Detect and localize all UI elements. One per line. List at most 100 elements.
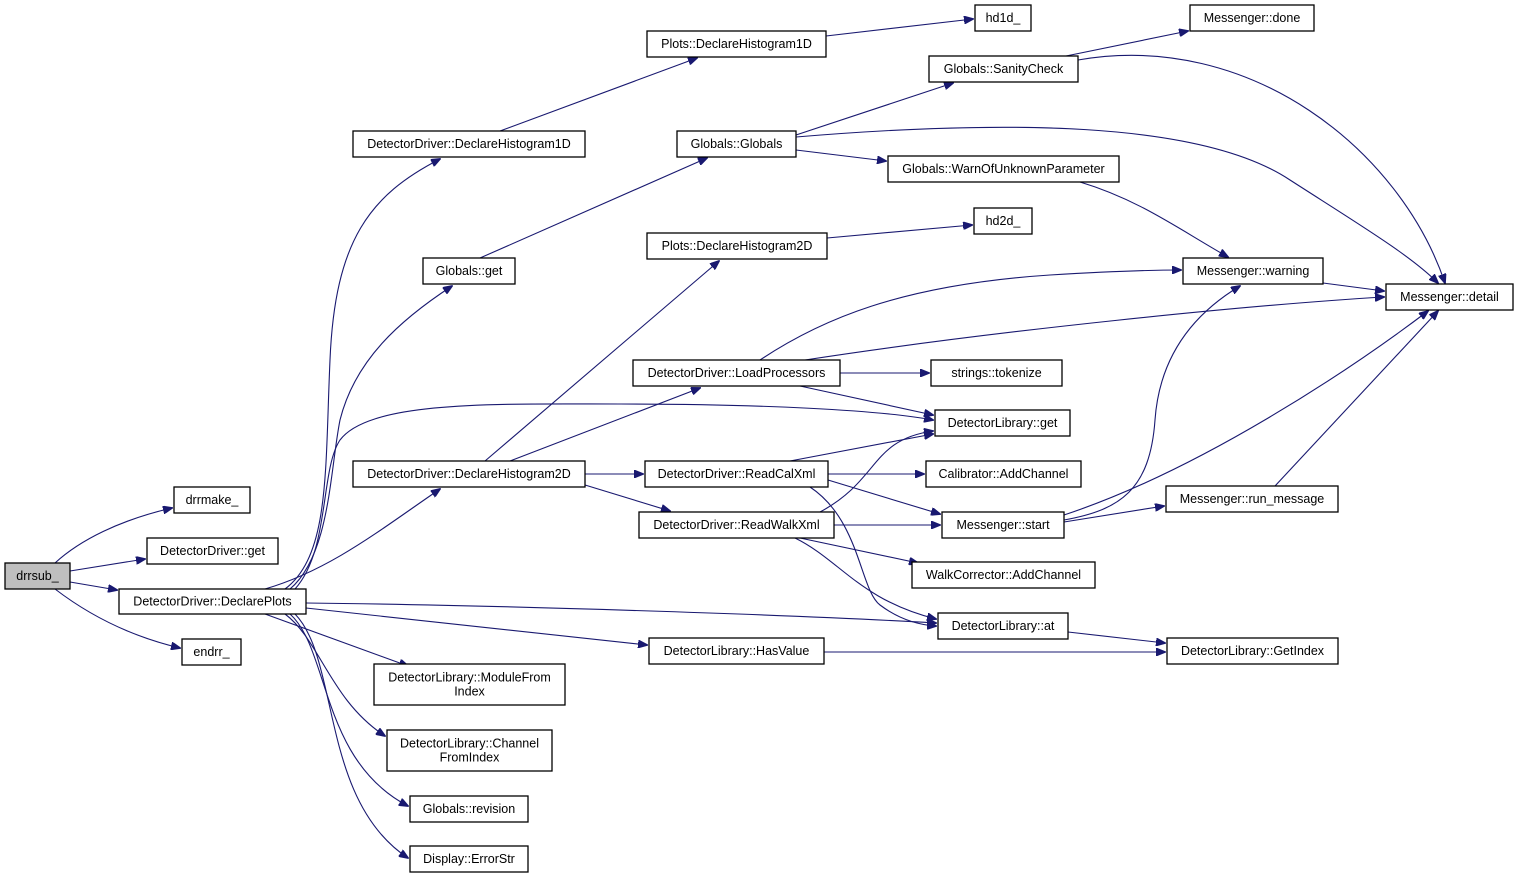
node-dl_get[interactable]: DetectorLibrary::get <box>934 409 1071 437</box>
node-box <box>4 562 71 590</box>
node-m_warning[interactable]: Messenger::warning <box>1182 257 1324 285</box>
edge-g_get-to-g_globals <box>479 158 707 259</box>
node-label: WalkCorrector::AddChannel <box>926 568 1081 582</box>
node-label: Messenger::warning <box>1197 264 1310 278</box>
node-label: drrsub_ <box>16 569 59 583</box>
node-label: DetectorLibrary::ModuleFrom <box>388 671 551 685</box>
node-cal_addchannel[interactable]: Calibrator::AddChannel <box>925 460 1082 488</box>
edge-dd_declareplots-to-g_revision <box>289 613 408 806</box>
node-box <box>928 55 1079 83</box>
node-box <box>1385 283 1514 311</box>
node-m_start[interactable]: Messenger::start <box>941 511 1065 539</box>
node-box <box>676 130 797 158</box>
edge-g_globals-to-g_warnunknown <box>795 149 886 161</box>
edge-g_sanitycheck-to-m_detail <box>1077 54 1445 283</box>
node-label: Display::ErrorStr <box>423 852 515 866</box>
node-dd_get[interactable]: DetectorDriver::get <box>146 537 279 565</box>
node-dl_at[interactable]: DetectorLibrary::at <box>937 612 1069 640</box>
edge-drrsub-to-dd_get <box>69 559 145 572</box>
node-box <box>118 588 307 615</box>
node-box <box>1165 485 1339 513</box>
node-hd1d[interactable]: hd1d_ <box>974 4 1032 32</box>
node-g_warnunknown[interactable]: Globals::WarnOfUnknownParameter <box>887 155 1120 183</box>
node-label: DetectorDriver::LoadProcessors <box>648 366 826 380</box>
edge-dd_loadprocessors-to-m_detail <box>804 297 1384 361</box>
node-label: Globals::WarnOfUnknownParameter <box>902 162 1104 176</box>
node-label: Globals::Globals <box>691 137 783 151</box>
node-box <box>934 409 1071 437</box>
node-dd_loadprocessors[interactable]: DetectorDriver::LoadProcessors <box>632 359 841 387</box>
node-dd_readcalxml[interactable]: DetectorDriver::ReadCalXml <box>644 460 829 488</box>
node-label: DetectorLibrary::HasValue <box>664 644 810 658</box>
node-label: DetectorDriver::DeclarePlots <box>133 595 291 609</box>
node-p_dh1d[interactable]: Plots::DeclareHistogram1D <box>646 30 827 58</box>
node-g_sanitycheck[interactable]: Globals::SanityCheck <box>928 55 1079 83</box>
edge-m_warning-to-m_detail <box>1322 282 1384 291</box>
node-label: DetectorDriver::DeclareHistogram2D <box>367 467 571 481</box>
edge-dl_at-to-dl_getindex <box>1067 631 1165 643</box>
node-box <box>644 460 829 488</box>
node-drrmake[interactable]: drrmake_ <box>173 486 251 514</box>
node-box <box>632 359 841 387</box>
node-label: DetectorDriver::ReadCalXml <box>658 467 816 481</box>
node-m_done[interactable]: Messenger::done <box>1189 4 1315 32</box>
edge-dd_loadprocessors-to-m_warning <box>759 270 1181 361</box>
node-box <box>409 845 529 873</box>
edges-layer <box>54 19 1445 858</box>
node-box <box>930 359 1063 387</box>
node-dl_getindex[interactable]: DetectorLibrary::GetIndex <box>1166 637 1339 665</box>
node-box <box>941 511 1065 539</box>
node-box <box>373 663 566 706</box>
node-label: Index <box>454 685 485 699</box>
edge-dd_dh2d-to-dd_loadprocessors <box>509 388 700 462</box>
edge-dd_declareplots-to-dl_modulefromindex <box>264 613 408 666</box>
node-box <box>352 460 586 488</box>
edge-p_dh1d-to-hd1d <box>825 19 973 37</box>
node-endrr[interactable]: endrr_ <box>181 638 242 666</box>
node-box <box>409 795 529 823</box>
node-label: DetectorLibrary::Channel <box>400 737 539 751</box>
node-label: DetectorLibrary::get <box>948 416 1058 430</box>
edge-g_sanitycheck-to-m_done <box>1065 31 1188 57</box>
node-g_globals[interactable]: Globals::Globals <box>676 130 797 158</box>
edge-dd_declareplots-to-dd_dh1d <box>284 159 440 590</box>
edge-g_warnunknown-to-m_warning <box>1079 181 1228 257</box>
node-wc_addchannel[interactable]: WalkCorrector::AddChannel <box>911 561 1096 589</box>
edge-dd_declareplots-to-dd_dh2d <box>264 489 440 590</box>
node-box <box>1166 637 1339 665</box>
edge-dd_declareplots-to-dl_at <box>305 602 936 623</box>
edge-g_globals-to-g_sanitycheck <box>795 83 953 136</box>
node-label: Messenger::run_message <box>1180 492 1325 506</box>
node-dd_dh1d[interactable]: DetectorDriver::DeclareHistogram1D <box>352 130 586 158</box>
node-label: Messenger::start <box>956 518 1050 532</box>
node-label: DetectorLibrary::at <box>952 619 1055 633</box>
node-m_runmessage[interactable]: Messenger::run_message <box>1165 485 1339 513</box>
node-g_revision[interactable]: Globals::revision <box>409 795 529 823</box>
node-g_get[interactable]: Globals::get <box>422 257 516 285</box>
edge-dd_declareplots-to-disp_errorstr <box>294 613 408 858</box>
node-disp_errorstr[interactable]: Display::ErrorStr <box>409 845 529 873</box>
node-dd_readwalkxml[interactable]: DetectorDriver::ReadWalkXml <box>638 511 835 539</box>
node-dl_hasvalue[interactable]: DetectorLibrary::HasValue <box>648 637 825 665</box>
node-box <box>1182 257 1324 285</box>
edge-dd_readcalxml-to-m_start <box>827 479 940 514</box>
edge-g_globals-to-m_detail <box>795 126 1438 283</box>
edge-dd_dh1d-to-p_dh1d <box>499 58 697 132</box>
edge-dd_readwalkxml-to-wc_addchannel <box>799 537 918 563</box>
edge-drrsub-to-dd_declareplots <box>69 581 117 590</box>
node-drrsub[interactable]: drrsub_ <box>4 562 71 590</box>
node-p_dh2d[interactable]: Plots::DeclareHistogram2D <box>646 232 828 260</box>
edge-m_start-to-m_warning <box>1063 286 1240 521</box>
edge-m_start-to-m_runmessage <box>1063 506 1164 523</box>
node-hd2d[interactable]: hd2d_ <box>973 207 1033 235</box>
node-box <box>1189 4 1315 32</box>
node-box <box>646 30 827 58</box>
node-dd_declareplots[interactable]: DetectorDriver::DeclarePlots <box>118 588 307 615</box>
edge-dd_loadprocessors-to-dl_get <box>799 385 933 415</box>
node-s_tokenize[interactable]: strings::tokenize <box>930 359 1063 387</box>
node-m_detail[interactable]: Messenger::detail <box>1385 283 1514 311</box>
node-dd_dh2d[interactable]: DetectorDriver::DeclareHistogram2D <box>352 460 586 488</box>
